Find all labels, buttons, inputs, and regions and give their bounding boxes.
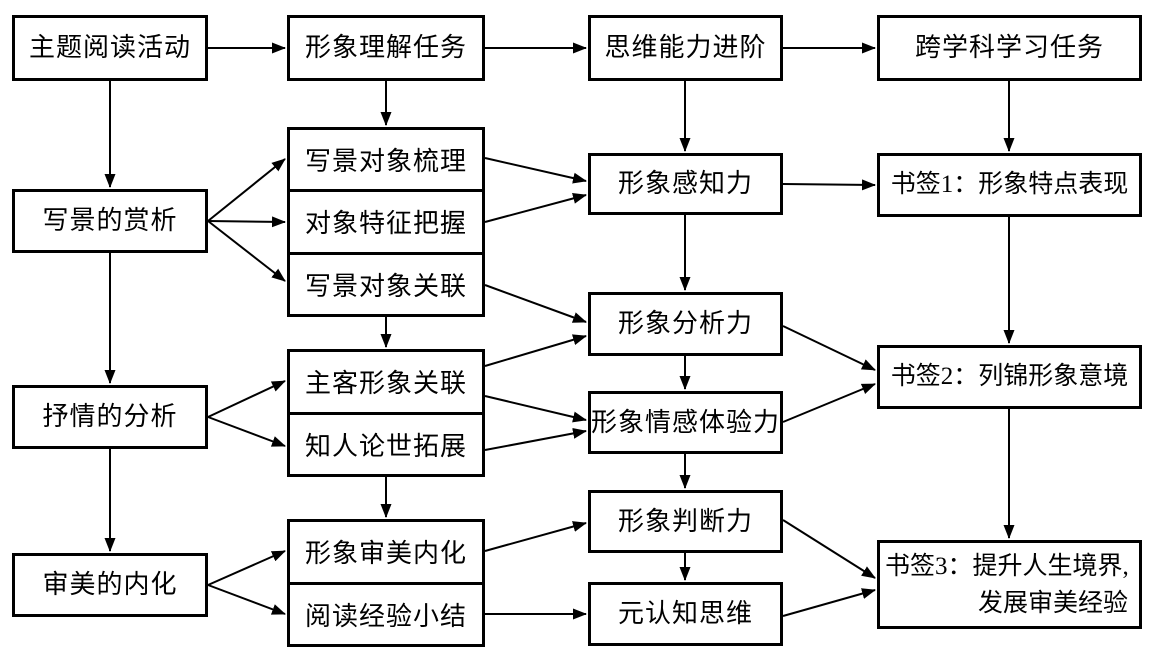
node-image-comprehension-task: 形象理解任务 (287, 15, 485, 81)
node-aesthetic-internalization: 审美的内化 (12, 553, 208, 617)
edge-scenery-appreciation-to-association (207, 220, 286, 282)
node-biographical-context-expansion: 知人论世拓展 (290, 411, 482, 475)
node-bookmark-1: 书签1：形象特点表现 (877, 153, 1142, 217)
node-subject-object-image-association: 主客形象关联 (304, 369, 467, 399)
node-bookmark-3: 书签3：提升人生境界, 发展审美经验 (877, 540, 1142, 629)
node-thinking-ability-progression: 思维能力进阶 (588, 15, 783, 81)
bookmark-3-line-2: 发展审美经验 (978, 589, 1129, 617)
edge-scenery-appreciation-to-feature (207, 216, 286, 228)
bookmark-3-line-1: 书签3：提升人生境界, (885, 552, 1129, 580)
edge-subject-object-to-analysis (484, 334, 587, 367)
edge-aesthetic-to-aesthetic-internal (207, 550, 286, 586)
node-lyric-analysis: 抒情的分析 (12, 385, 208, 449)
node-metacognitive-thinking: 元认知思维 (588, 582, 783, 646)
node-image-perception: 形象感知力 (588, 153, 783, 215)
edge-perception-to-bookmark1 (782, 179, 876, 191)
edge-lyric-to-context (207, 416, 286, 447)
group-scenery-tasks: 写景对象梳理 对象特征把握 写景对象关联 (287, 127, 485, 317)
node-image-emotional-experience: 形象情感体验力 (588, 391, 783, 454)
node-reading-experience-summary: 阅读经验小结 (290, 581, 482, 645)
edge-subject-object-to-emotion (484, 395, 587, 423)
node-scenery-appreciation: 写景的赏析 (12, 189, 208, 253)
edge-aesthetic-to-reading-summary (207, 584, 286, 615)
group-lyric-tasks: 主客形象关联 知人论世拓展 (287, 349, 485, 477)
edge-aesthetic-internal-to-judgment (484, 521, 587, 552)
node-image-aesthetic-internalization: 形象审美内化 (304, 539, 467, 569)
node-scenery-object-sorting: 写景对象梳理 (304, 147, 467, 177)
edge-context-to-emotion (484, 427, 587, 451)
node-bookmark-2: 书签2：列锦形象意境 (877, 345, 1142, 409)
edge-metacognition-to-bookmark3 (782, 588, 876, 617)
node-image-analysis: 形象分析力 (588, 292, 783, 356)
node-theme-reading-activity: 主题阅读活动 (12, 15, 208, 81)
edge-analysis-to-bookmark2 (782, 325, 876, 371)
group-aesthetic-tasks: 形象审美内化 阅读经验小结 (287, 519, 485, 647)
edge-sorting-to-perception (484, 157, 587, 184)
node-scenery-object-association: 写景对象关联 (290, 251, 482, 314)
edge-association-to-analysis (484, 284, 587, 323)
node-object-feature-grasp: 对象特征把握 (290, 189, 482, 251)
edge-scenery-appreciation-to-sorting (207, 158, 286, 222)
edge-lyric-to-subject-object (207, 380, 286, 418)
edge-judgment-to-bookmark3 (782, 519, 876, 579)
node-image-judgment: 形象判断力 (588, 490, 783, 553)
edge-emotion-to-bookmark2 (782, 383, 876, 423)
edge-feature-to-perception (484, 193, 587, 223)
node-interdisciplinary-task: 跨学科学习任务 (877, 15, 1142, 81)
